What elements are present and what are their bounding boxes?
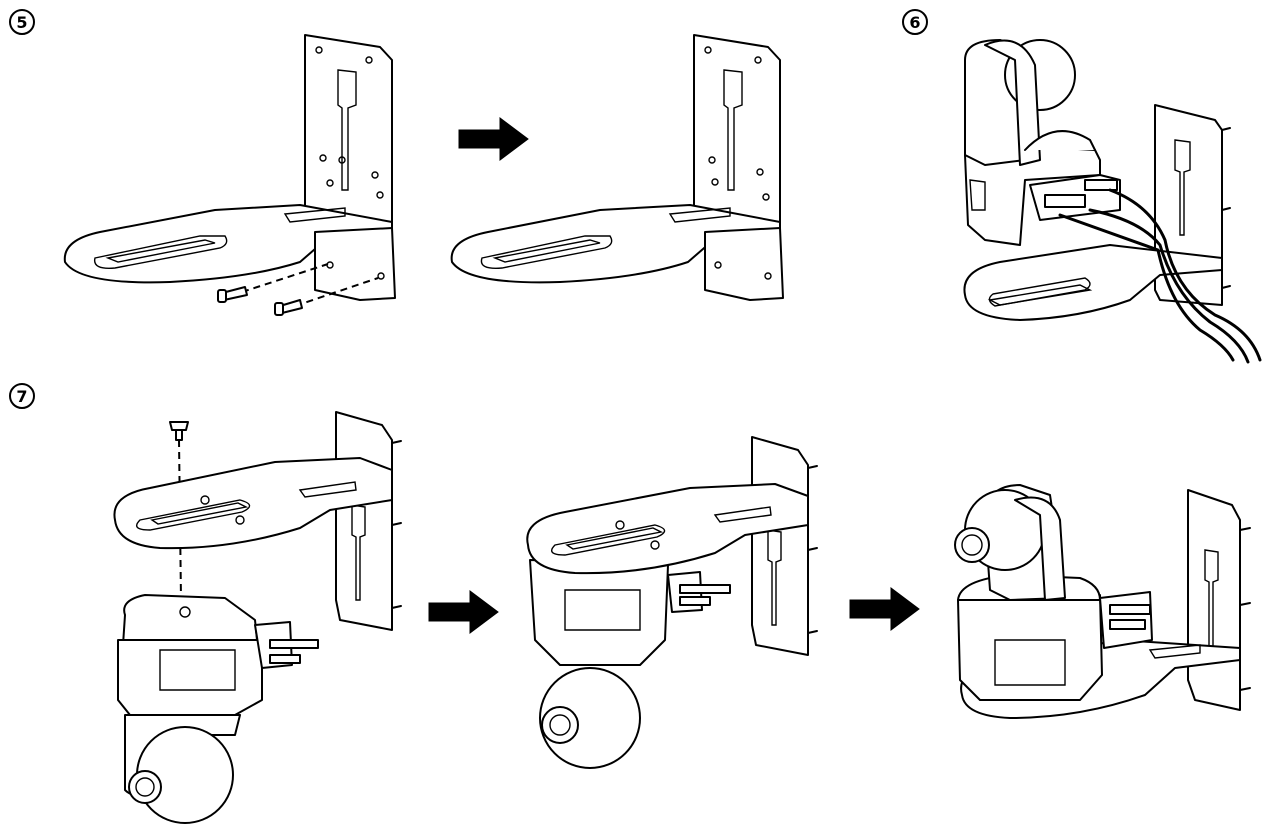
screw-icon	[217, 286, 248, 303]
step-7-final-view	[954, 484, 1251, 719]
screw-icon	[274, 299, 303, 316]
step-5-bracket-assembled	[450, 34, 784, 301]
step-7-label: 7	[9, 383, 35, 409]
step-5-label: 5	[9, 9, 35, 35]
step-arrow-icon	[458, 117, 529, 161]
cable-icon	[1058, 188, 1262, 364]
step-7-attached-view	[526, 436, 818, 769]
step-arrow-icon	[849, 587, 920, 631]
step-5-bracket-with-screws	[63, 34, 396, 316]
step-6-label: 6	[902, 9, 928, 35]
step-6-camera-cables	[963, 39, 1262, 364]
screw-icon	[169, 421, 189, 441]
step-7-exploded-view	[113, 411, 402, 824]
step-arrow-icon	[428, 590, 499, 634]
